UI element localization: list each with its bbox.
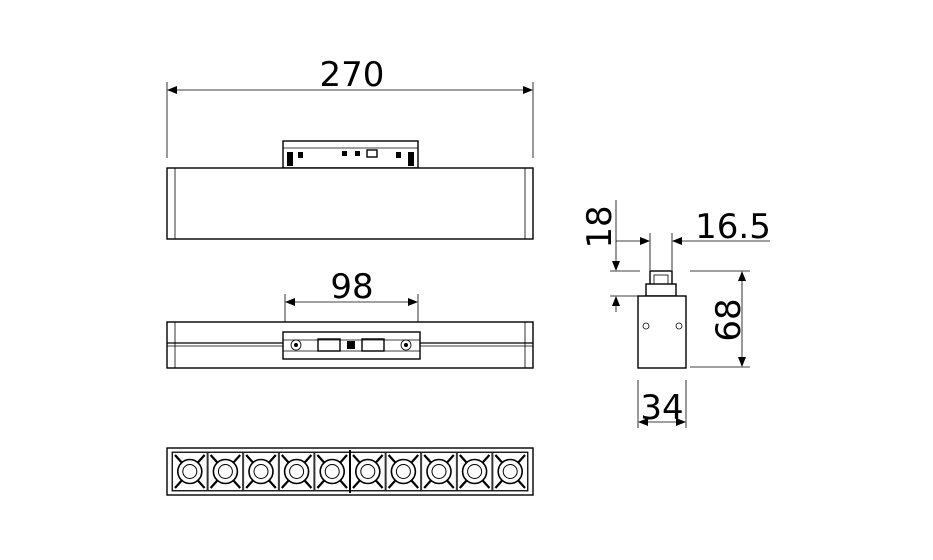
dimension-34-label: 34	[640, 388, 683, 428]
led-lens	[172, 452, 208, 491]
side-body	[637, 295, 687, 369]
led-lens	[350, 452, 386, 491]
led-lens	[456, 452, 493, 491]
dimension-270-label: 270	[320, 55, 385, 95]
led-lens	[385, 452, 422, 491]
led-lens	[492, 452, 528, 491]
track-adapter-top	[282, 140, 419, 169]
dimension-98-label: 98	[330, 267, 373, 307]
top-view: 98	[166, 267, 534, 369]
led-lens	[314, 452, 350, 491]
side-view: 16.5 18 68 34	[580, 200, 771, 428]
led-lens	[278, 452, 315, 491]
connector-block	[282, 331, 421, 360]
led-lens	[421, 452, 457, 491]
led-lens	[243, 452, 279, 491]
dimension-68-label: 68	[709, 298, 749, 341]
led-lens	[207, 452, 244, 491]
profile-body-front	[166, 167, 534, 240]
front-view: 270	[166, 55, 534, 240]
dimension-16-5-label: 16.5	[695, 207, 771, 247]
dimension-18-label: 18	[580, 205, 620, 248]
led-lens-row	[172, 450, 528, 493]
bottom-view	[166, 447, 534, 496]
